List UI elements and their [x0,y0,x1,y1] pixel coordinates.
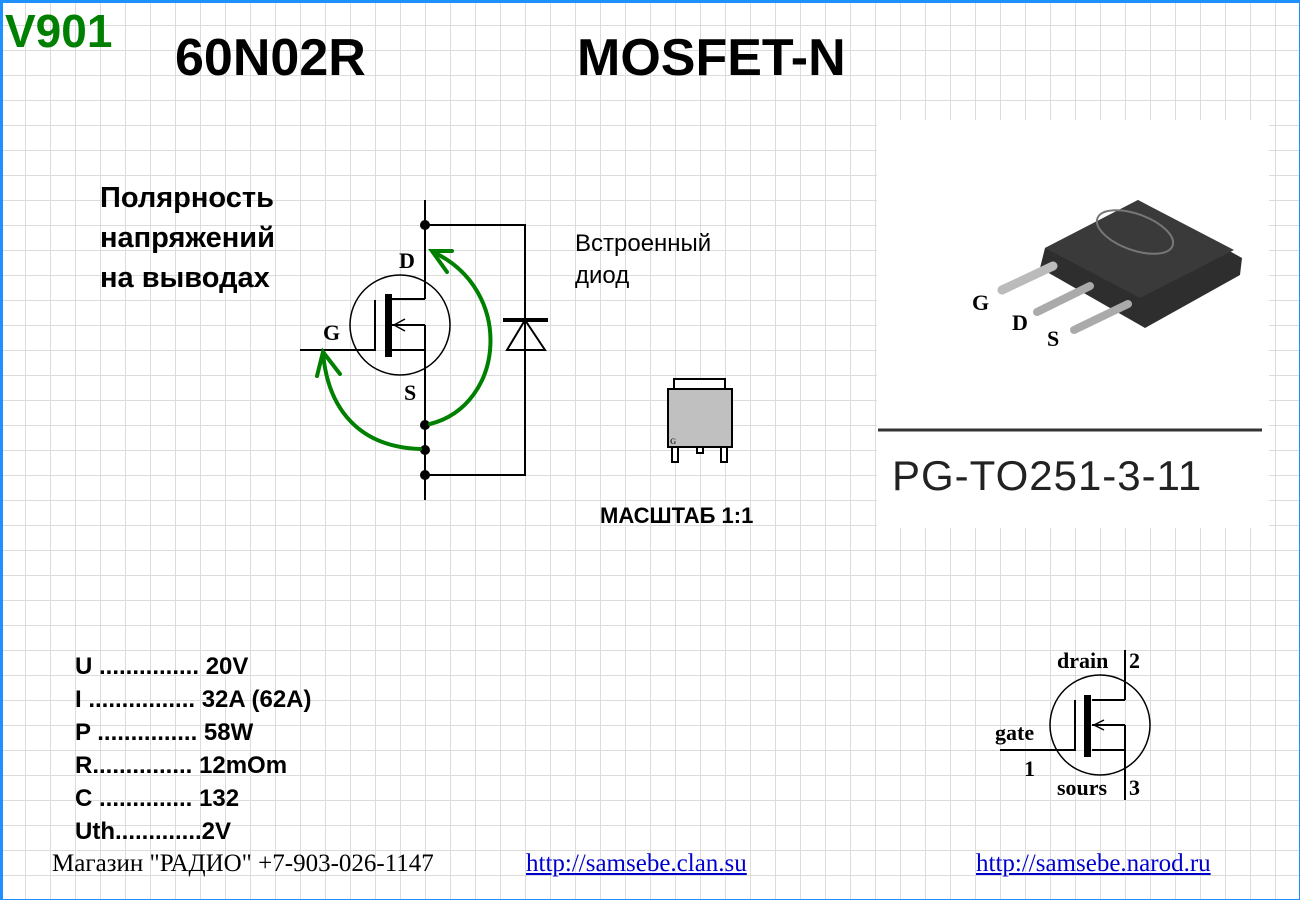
junction-dots [420,220,430,480]
spec-threshold: Uth.............2V [75,818,232,845]
scale-label: МАСШТАБ 1:1 [600,503,754,528]
pin-source-label: sours [1057,775,1108,800]
polarity-line: на выводах [100,262,270,294]
component-id: V901 [5,5,113,57]
package-outline-1to1 [667,378,733,463]
link-clan[interactable]: http://samsebe.clan.su [526,850,747,877]
photo-pin-s: S [1047,326,1059,351]
spec-power: P ............... 58W [75,719,254,746]
component-type: MOSFET-N [577,29,846,87]
polarity-title: Полярность напряжений на выводах [100,178,275,298]
polarity-line: напряжений [100,222,275,254]
diode-label-line: Встроенный [575,230,712,257]
photo-pin-d: D [1012,310,1028,335]
package-photo-area [877,120,1269,528]
pinout-symbol [1000,650,1151,800]
pin-source-number: 3 [1129,775,1140,800]
diode-label-line: диод [575,262,630,289]
package-photo [997,200,1242,334]
polarity-arrows [315,249,493,451]
pin-drain-label: drain [1057,648,1108,673]
photo-pin-g: G [972,290,989,315]
spec-capacitance: C .............. 132 [75,785,240,812]
pin-gate-label: gate [995,720,1034,745]
mosfet-schematic [300,200,548,500]
link-narod[interactable]: http://samsebe.narod.ru [976,850,1211,877]
package-name: PG-TO251-3-11 [892,452,1203,499]
drain-label: D [399,248,415,273]
spec-current: I ................ 32A (62A) [75,686,312,713]
spec-voltage: U ............... 20V [75,653,249,680]
diode-label: Встроенный диод [575,228,711,292]
polarity-line: Полярность [100,182,274,214]
pad-label: G [670,437,676,446]
source-label: S [404,380,416,405]
specs-list: U ............... 20V I ................… [75,650,312,848]
part-number: 60N02R [175,29,366,87]
shop-info: Магазин "РАДИО" +7-903-026-1147 [52,850,434,877]
spec-resistance: R............... 12mOm [75,752,288,779]
pin-drain-number: 2 [1129,648,1140,673]
gate-label: G [323,320,340,345]
pin-gate-number: 1 [1024,756,1035,781]
